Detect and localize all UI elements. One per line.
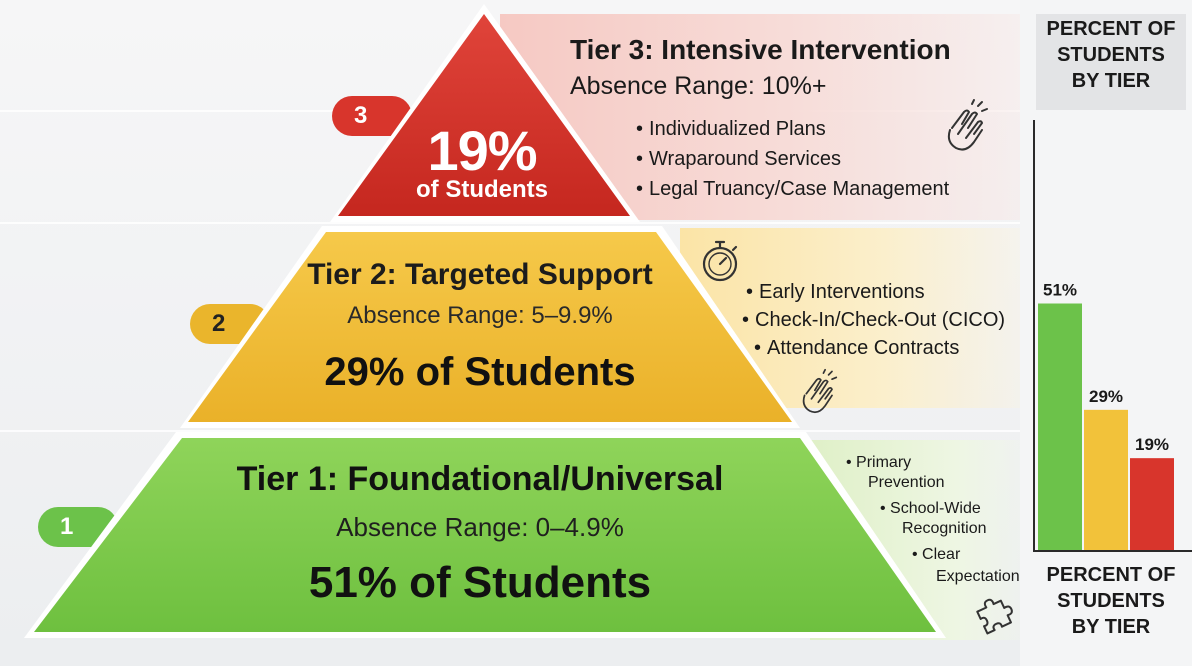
chart-footer: PERCENT OF STUDENTS BY TIER xyxy=(1036,562,1186,640)
puzzle-icon xyxy=(976,598,1013,635)
tier2-title: Tier 2: Targeted Support xyxy=(307,258,653,291)
tier2-bullet-list: Early Interventions Check-In/Check-Out (… xyxy=(746,278,1005,362)
tier1-bullet: • Primary xyxy=(846,454,912,471)
tier3-layer-fill xyxy=(338,14,630,216)
bar-tier-1 xyxy=(1038,303,1082,550)
tier3-percent: 19% xyxy=(427,119,537,182)
tier3-bullet: Legal Truancy/Case Management xyxy=(636,174,949,204)
chart-header xyxy=(1036,14,1186,110)
tier3-absence-range: Absence Range: 10%+ xyxy=(570,72,827,100)
chart-title-line: PERCENT OF xyxy=(1046,18,1176,40)
tier3-bullet-list: Individualized Plans Wraparound Services… xyxy=(636,114,949,204)
tier1-bullet-text: Clear xyxy=(922,546,961,563)
tier3-bullet: Individualized Plans xyxy=(636,114,949,144)
chart-footer-line: PERCENT OF xyxy=(1046,564,1176,586)
bar-tier-2 xyxy=(1084,409,1128,550)
tier3-title: Tier 3: Intensive Intervention xyxy=(570,34,951,65)
tier2-layer-fill xyxy=(188,232,792,422)
chart-footer-line: STUDENTS xyxy=(1057,590,1165,612)
tier1-bullet-continuation: Expectations xyxy=(936,568,1028,585)
chart-footer-line: BY TIER xyxy=(1071,616,1151,638)
chart-title: PERCENT OF STUDENTS BY TIER xyxy=(1036,16,1186,94)
bar-value-label: 29% xyxy=(1089,387,1123,406)
tier1-layer-fill xyxy=(34,438,936,632)
tier3-bullet: Wraparound Services xyxy=(636,144,949,174)
tier2-bullet: Check-In/Check-Out (CICO) xyxy=(742,306,1005,334)
bar-value-label: 51% xyxy=(1043,281,1077,300)
tier1-bullet-text: School-Wide xyxy=(890,500,981,517)
clapping-hands-icon xyxy=(947,99,988,151)
bar-chart-svg: 51% 29% 19% xyxy=(1033,120,1192,552)
chart-title-line: BY TIER xyxy=(1071,70,1151,92)
tier2-absence-range: Absence Range: 5–9.9% xyxy=(347,302,613,329)
clapping-hands-icon xyxy=(802,368,838,413)
chart-title-line: STUDENTS xyxy=(1057,44,1165,66)
tier1-title: Tier 1: Foundational/Universal xyxy=(236,460,724,498)
bar-value-label: 19% xyxy=(1135,435,1169,454)
tier1-bullet-continuation: Recognition xyxy=(902,520,987,537)
tier-pyramid xyxy=(24,4,946,638)
stopwatch-icon xyxy=(702,240,738,282)
tier2-percent: 29% of Students xyxy=(324,350,636,394)
tier2-bullet: Early Interventions xyxy=(746,278,1005,306)
tier1-bullet: • Clear xyxy=(912,546,961,563)
tier1-percent: 51% of Students xyxy=(308,558,652,607)
tier1-bullet: • School-Wide xyxy=(880,500,981,517)
tier1-absence-range: Absence Range: 0–4.9% xyxy=(336,512,624,542)
tier1-bullet-continuation: Prevention xyxy=(868,474,945,491)
bar-tier-3 xyxy=(1130,458,1174,550)
tier3-percent-label: of Students xyxy=(416,176,548,203)
background-stripe xyxy=(0,222,1020,224)
tier2-bullet: Attendance Contracts xyxy=(754,334,1005,362)
percent-by-tier-chart: 51% 29% 19% xyxy=(1020,0,1192,666)
tier1-bullet-text: Primary xyxy=(856,454,912,471)
background-stripe xyxy=(0,430,1020,432)
